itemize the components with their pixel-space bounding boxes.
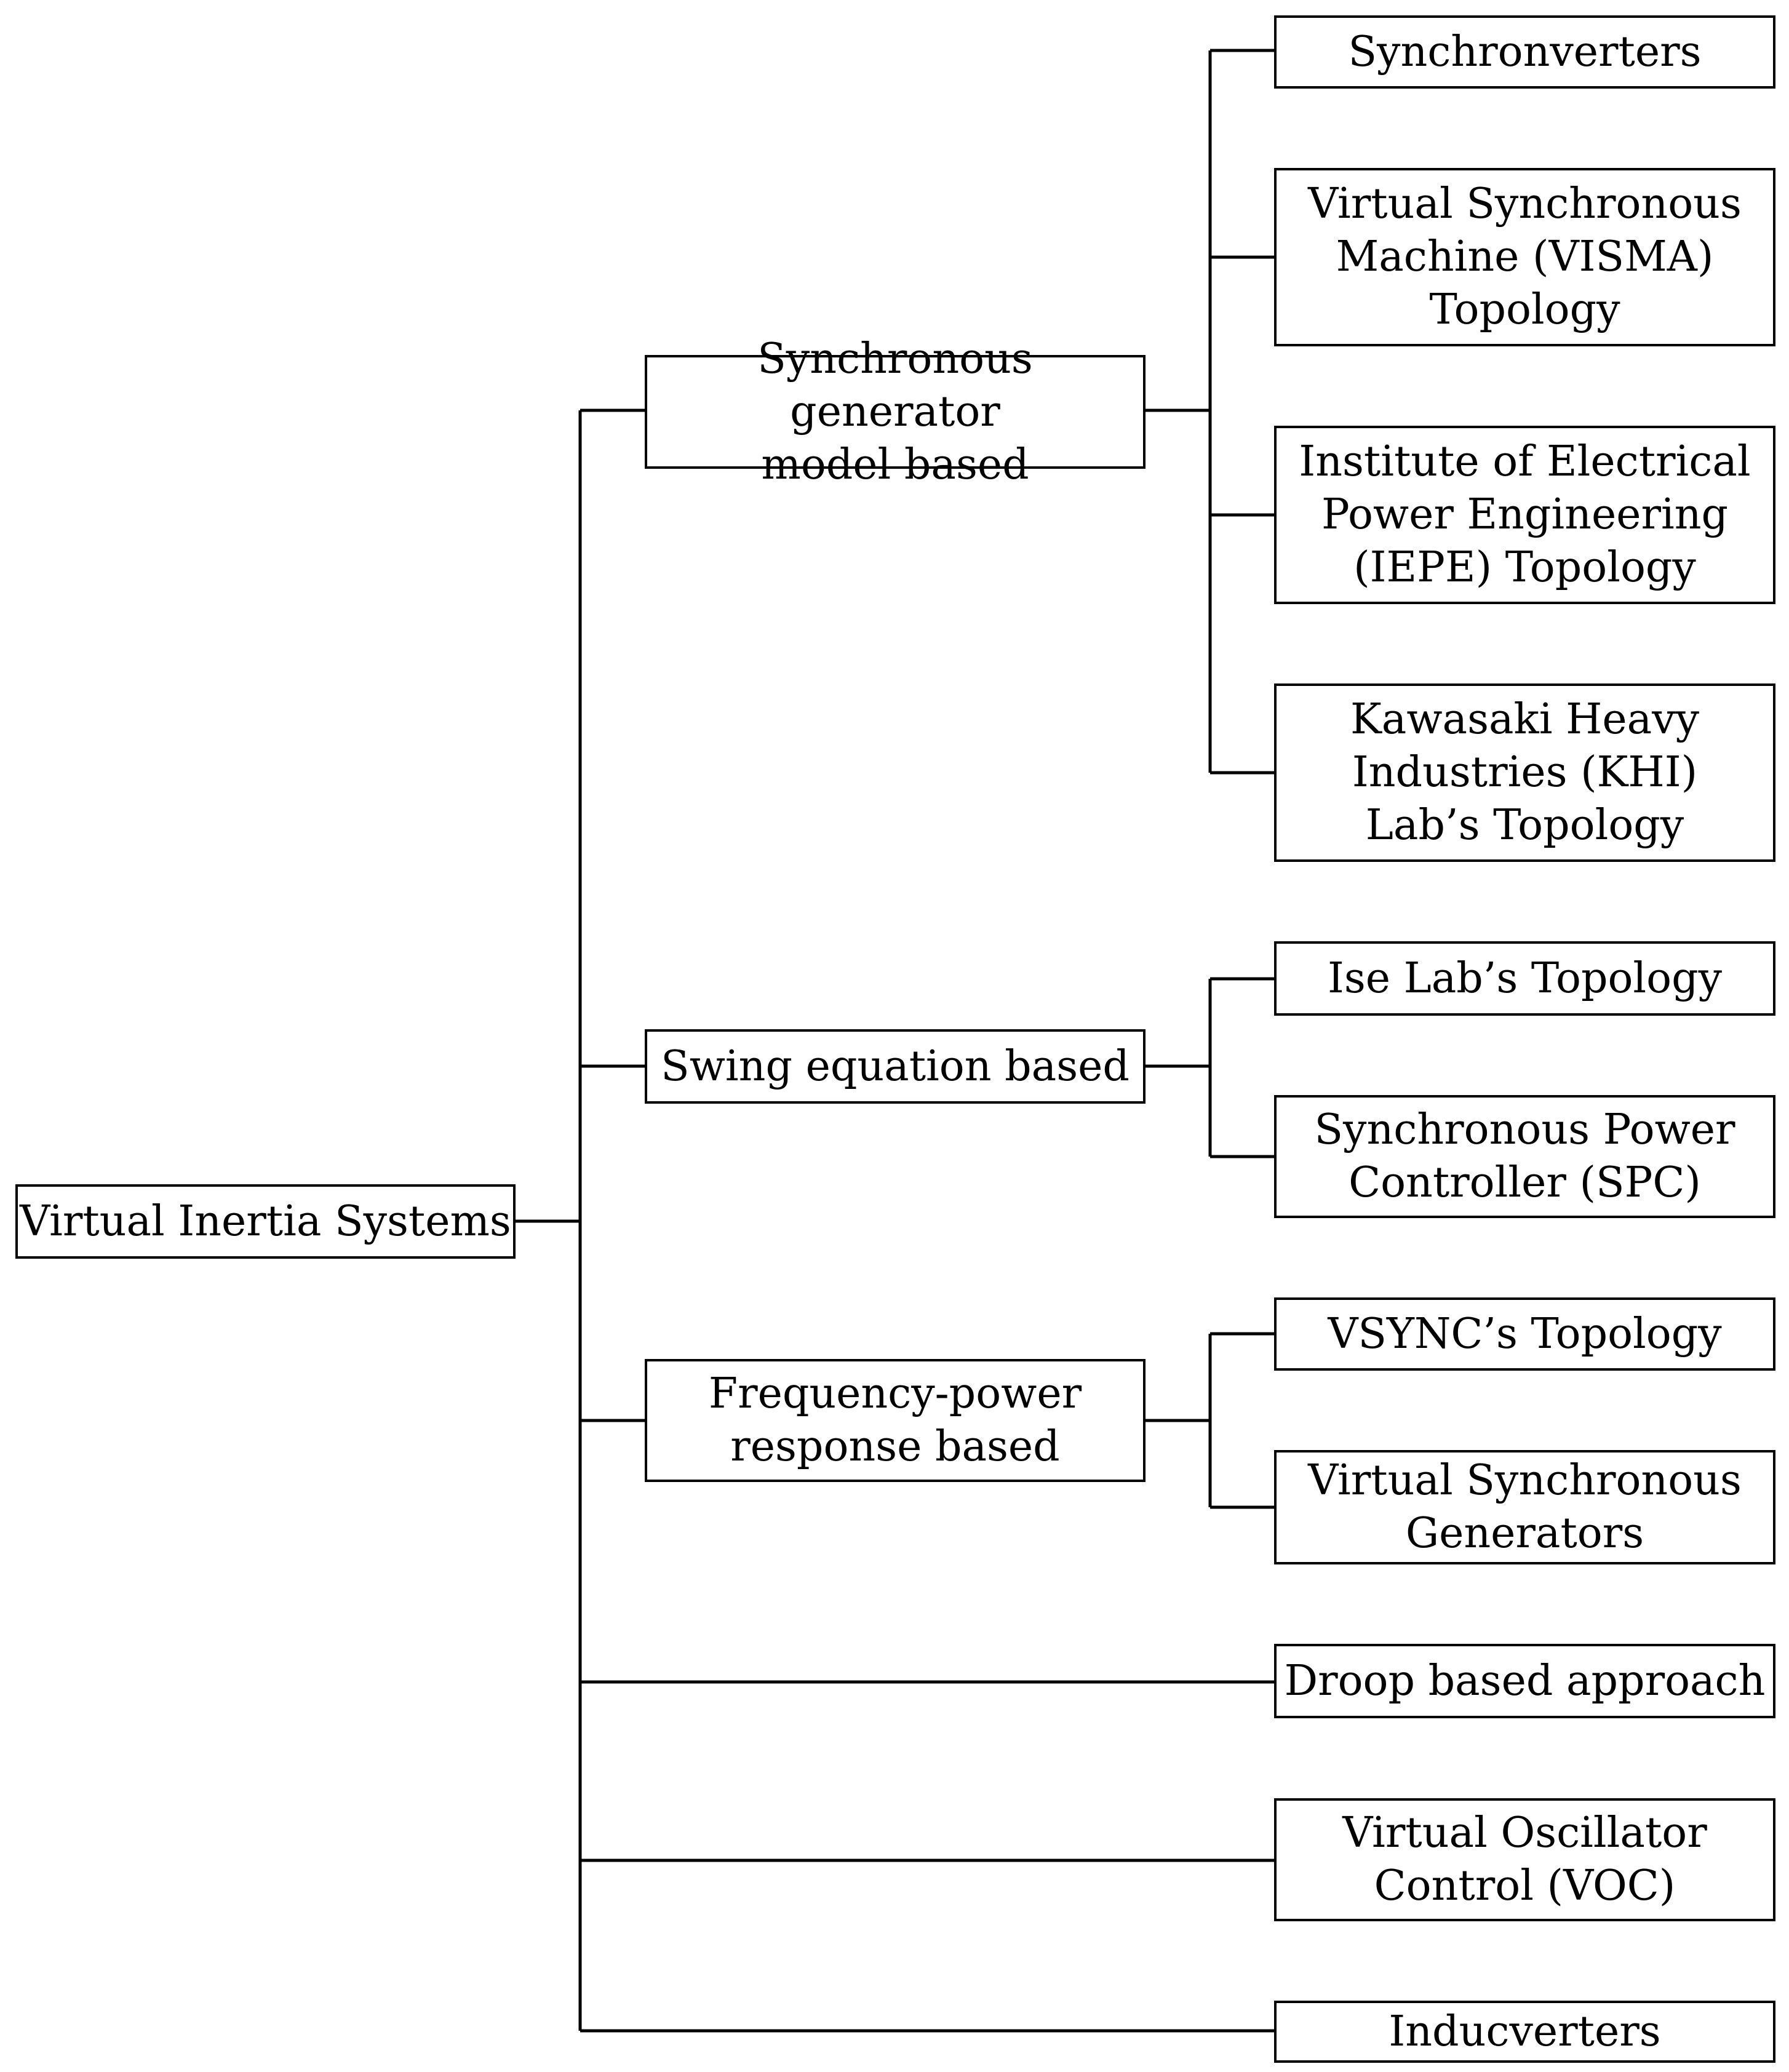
leaf-inducverters-label: Inducverters [1389, 2007, 1661, 2056]
leaf-spc-label: Synchronous Power Controller (SPC) [1314, 1106, 1735, 1207]
leaf-voc-label: Virtual Oscillator Control (VOC) [1342, 1809, 1707, 1910]
root-label: Virtual Inertia Systems [20, 1197, 511, 1246]
category-synchronous-generator-label: Synchronous generator model based [757, 334, 1033, 489]
category-frequency-power-label: Frequency-power response based [708, 1369, 1082, 1471]
leaf-ise-label: Ise Lab’s Topology [1327, 954, 1723, 1003]
category-synchronous-generator: Synchronous generator model based [645, 335, 1146, 489]
leaf-synchronverters: Synchronverters [1274, 15, 1775, 89]
leaf-inducverters: Inducverters [1274, 2001, 1775, 2063]
leaf-droop-label: Droop based approach [1284, 1656, 1766, 1705]
leaf-vsync-label: VSYNC’s Topology [1328, 1309, 1722, 1358]
leaf-khi: Kawasaki Heavy Industries (KHI) Lab’s To… [1274, 683, 1775, 862]
leaf-iepe: Institute of Electrical Power Engineerin… [1274, 426, 1775, 604]
leaf-khi-label: Kawasaki Heavy Industries (KHI) Lab’s To… [1350, 695, 1699, 850]
leaf-droop: Droop based approach [1274, 1644, 1775, 1718]
root-node: Virtual Inertia Systems [15, 1184, 516, 1259]
leaf-vsync: VSYNC’s Topology [1274, 1297, 1775, 1371]
leaf-voc: Virtual Oscillator Control (VOC) [1274, 1798, 1775, 1921]
leaf-vsg: Virtual Synchronous Generators [1274, 1450, 1775, 1564]
leaf-iepe-label: Institute of Electrical Power Engineerin… [1299, 437, 1751, 592]
leaf-vsg-label: Virtual Synchronous Generators [1308, 1456, 1742, 1558]
category-frequency-power: Frequency-power response based [645, 1359, 1146, 1482]
leaf-synchronverters-label: Synchronverters [1348, 27, 1702, 76]
leaf-spc: Synchronous Power Controller (SPC) [1274, 1095, 1775, 1218]
leaf-ise: Ise Lab’s Topology [1274, 941, 1775, 1016]
leaf-visma: Virtual Synchronous Machine (VISMA) Topo… [1274, 168, 1775, 346]
category-swing-equation: Swing equation based [645, 1029, 1146, 1104]
category-swing-equation-label: Swing equation based [661, 1042, 1130, 1091]
leaf-visma-label: Virtual Synchronous Machine (VISMA) Topo… [1308, 180, 1742, 334]
